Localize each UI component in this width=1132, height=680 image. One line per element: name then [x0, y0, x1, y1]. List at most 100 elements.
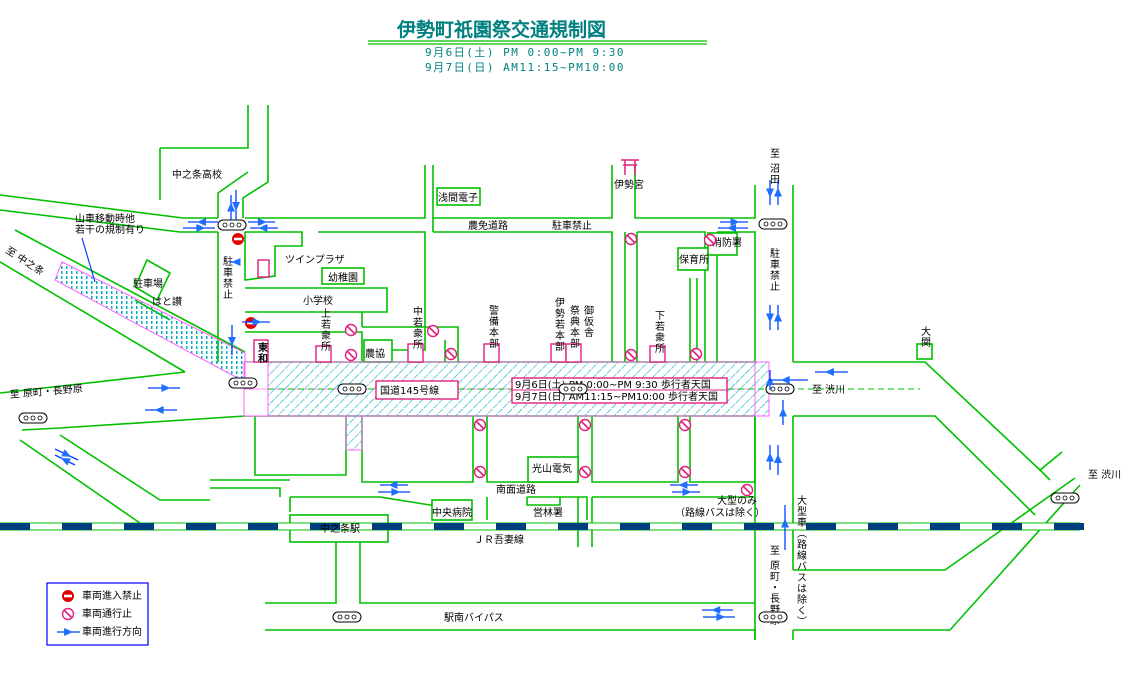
legend-label: 車両進入禁止 — [82, 589, 142, 602]
no-passage-icon — [678, 418, 692, 432]
rail-segment — [0, 523, 30, 530]
legend-label: 車両通行止 — [82, 607, 132, 620]
direction-arrow-icon — [779, 400, 787, 425]
label-okari: 御仮舎 — [582, 304, 594, 338]
schedule-day2: 9月7日(日) AM11:15~PM10:00 — [425, 61, 625, 74]
no-entry-icon — [62, 590, 74, 602]
rail-segment — [806, 523, 836, 530]
direction-arrow-icon — [54, 454, 76, 466]
direction-arrow-icon — [766, 180, 774, 205]
label-nomen-road: 農免道路 — [468, 219, 508, 232]
label-fire-station: 消防署 — [712, 236, 742, 249]
schedule-day1: 9月6日(土) PM 0:00~PM 9:30 — [425, 46, 625, 59]
direction-arrow-icon — [720, 218, 748, 226]
direction-arrow-icon — [378, 488, 410, 496]
no-passage-icon — [61, 607, 75, 621]
label-parking: 駐車場 — [133, 277, 163, 290]
traffic-signal-icon — [217, 219, 247, 231]
label-ise-shrine: 伊勢宮 — [614, 178, 644, 191]
no-passage-icon — [678, 465, 692, 479]
label-to-haramachi: 至 原町・長野原 — [9, 383, 83, 401]
no-passage-icon — [344, 348, 358, 362]
label-ozeki: 大関 — [919, 325, 931, 348]
label-towa: 東和 — [256, 341, 269, 364]
label-shimo-waka: 下若衆所 — [653, 310, 665, 354]
direction-arrow-icon — [232, 190, 240, 220]
label-large-vehicle: 大型車（路線バスは除く） — [795, 494, 807, 627]
label-hatoya: はと讃 — [152, 295, 182, 308]
rail-segment — [310, 523, 340, 530]
label-to-shibukawa: 至 渋川 — [812, 383, 845, 396]
direction-arrow-icon — [380, 481, 408, 489]
label-high-school: 中之条高校 — [172, 168, 222, 181]
no-passage-icon — [689, 347, 703, 361]
label-ped-zone-1: 9月6日(土) PM 0:00~PM 9:30 歩行者天国 — [515, 378, 711, 391]
label-to-haramachi: 至 原町・長野原 — [768, 545, 780, 626]
towa-box — [253, 339, 269, 363]
label-kami-waka: 上若衆所 — [319, 308, 331, 352]
traffic-signal-icon — [758, 611, 788, 623]
rail-segment — [62, 523, 92, 530]
label-nokyo: 農協 — [365, 347, 385, 360]
direction-arrow-icon — [670, 481, 698, 489]
direction-arrow-icon — [227, 195, 235, 220]
rail-segment — [744, 523, 774, 530]
label-to-shibukawa: 至 渋川 — [1088, 468, 1121, 481]
label-hospital: 中央病院 — [432, 506, 472, 519]
roads — [0, 105, 1081, 640]
label-except-bus: （路線バスは除く） — [675, 506, 765, 519]
direction-arrow-icon — [228, 325, 236, 355]
rail-segment — [434, 523, 464, 530]
labels: 中之条高校 山車移動時他 若干の規制有り 至 中之条 駐車場 はと讃 駐車禁止 … — [3, 148, 1121, 627]
label-eirinsho: 営林署 — [533, 506, 563, 519]
rail-segment — [558, 523, 588, 530]
route145-box — [375, 380, 459, 400]
no-entry-icon — [232, 233, 244, 245]
label-saiten: 祭典本部 — [568, 305, 580, 349]
float-note-pointer — [81, 237, 96, 283]
rail-segment — [868, 523, 898, 530]
direction-arrow-icon — [57, 628, 80, 636]
traffic-signal-icon — [18, 412, 48, 424]
markers — [18, 180, 1080, 623]
direction-arrow-icon — [230, 258, 241, 266]
rail-segment — [620, 523, 650, 530]
direction-arrow-icon — [183, 224, 215, 232]
label-keibi: 警備本部 — [487, 304, 499, 349]
no-passage-icon — [444, 347, 458, 361]
direction-arrow-icon — [148, 384, 180, 392]
label-ise-waka: 伊勢若本部 — [553, 297, 565, 352]
direction-arrow-icon — [769, 376, 808, 384]
no-passage-icon — [578, 418, 592, 432]
label-no-parking-top: 駐車禁止 — [552, 219, 592, 232]
direction-arrow-icon — [703, 613, 735, 621]
rail-segment — [372, 523, 402, 530]
no-passage-icon — [578, 465, 592, 479]
no-passage-icon — [624, 348, 638, 362]
no-passage-icon — [624, 232, 638, 246]
rail-segment — [124, 523, 154, 530]
direction-arrow-icon — [774, 305, 782, 330]
label-asama: 浅間電子 — [438, 191, 478, 204]
legend: 車両進入禁止 車両通行止 車両進行方向 — [46, 582, 149, 646]
label-twin-plaza: ツインプラザ — [285, 254, 345, 266]
label-float-note: 若干の規制有り — [75, 223, 145, 236]
no-passage-icon — [473, 465, 487, 479]
no-passage-icon — [703, 233, 717, 247]
legend-label: 車両進行方向 — [82, 625, 142, 638]
rail-segment — [682, 523, 712, 530]
traffic-signal-icon — [558, 383, 588, 395]
label-to-numata: 至 沼田 — [768, 148, 780, 185]
rail-segment — [248, 523, 278, 530]
rail-segment — [1054, 523, 1084, 530]
traffic-signal-icon — [228, 377, 258, 389]
label-nanmen-road: 南面道路 — [496, 483, 536, 496]
label-float-note: 山車移動時他 — [75, 212, 135, 225]
label-bypass: 駅南バイパス — [444, 611, 504, 624]
traffic-signal-icon — [765, 383, 795, 395]
traffic-signal-icon — [1050, 492, 1080, 504]
rail-segment — [496, 523, 526, 530]
label-route145: 国道145号線 — [380, 384, 439, 397]
